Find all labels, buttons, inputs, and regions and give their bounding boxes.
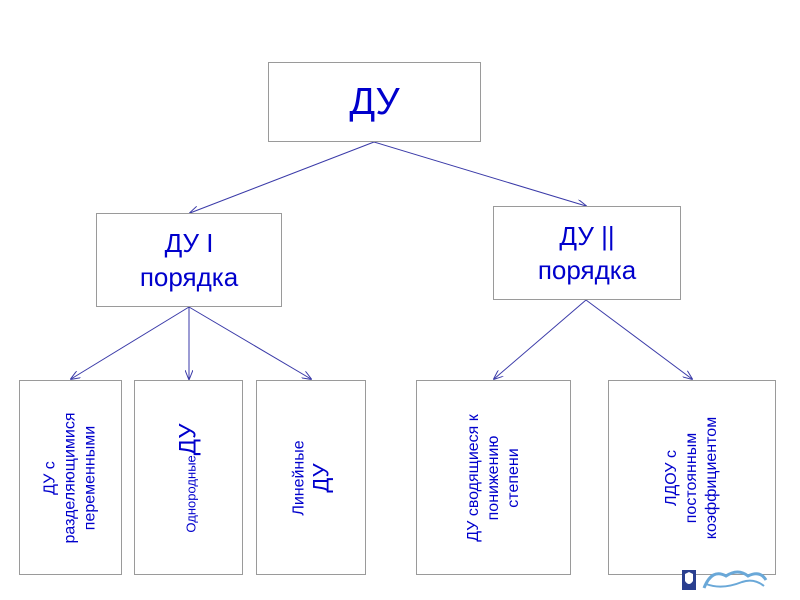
edge-order1-separable: [71, 306, 190, 379]
edge-order2-reducible: [494, 299, 587, 379]
node-root: ДУ: [268, 62, 481, 142]
node-homogeneous-abbr: ДУ: [174, 422, 202, 455]
node-constcoef-line1: ЛДОУ с: [662, 449, 680, 506]
node-separable: ДУ с разделяющимися переменными: [19, 380, 122, 575]
node-order2-line2: порядка: [537, 255, 637, 285]
node-reducible-line2: понижению: [484, 435, 502, 520]
node-reducible: ДУ сводящиеся к понижению степени: [416, 380, 571, 575]
node-separable-line1: ДУ с: [41, 460, 59, 495]
node-homogeneous-word: Однородные: [183, 454, 199, 533]
node-order2-line1: ДУ ||: [559, 221, 615, 251]
node-linear-line2: ДУ: [309, 462, 334, 493]
node-constcoef-line2: постоянным: [682, 432, 700, 523]
node-linear: Линейные ДУ: [256, 380, 366, 575]
node-order1-line1: ДУ I: [164, 228, 214, 258]
node-separable-line2: разделяющимися: [61, 411, 79, 544]
node-order1-line2: порядка: [139, 262, 239, 292]
node-order2: ДУ || порядка: [493, 206, 681, 300]
edge-order2-constcoef: [585, 299, 692, 379]
edge-order1-linear: [188, 306, 311, 379]
node-constcoef: ЛДОУ с постоянным коэффициентом: [608, 380, 776, 575]
node-reducible-line3: степени: [504, 447, 522, 508]
node-root-label: ДУ: [349, 80, 400, 123]
node-constcoef-line3: коэффициентом: [702, 416, 720, 539]
node-order1: ДУ I порядка: [96, 213, 282, 307]
edge-root-order2: [373, 141, 586, 206]
node-reducible-line1: ДУ сводящиеся к: [464, 413, 482, 542]
node-homogeneous: ОднородныеДУ: [134, 380, 243, 575]
node-separable-line3: переменными: [81, 425, 99, 530]
edge-root-order1: [190, 141, 375, 213]
university-crest-icon: [682, 570, 768, 590]
